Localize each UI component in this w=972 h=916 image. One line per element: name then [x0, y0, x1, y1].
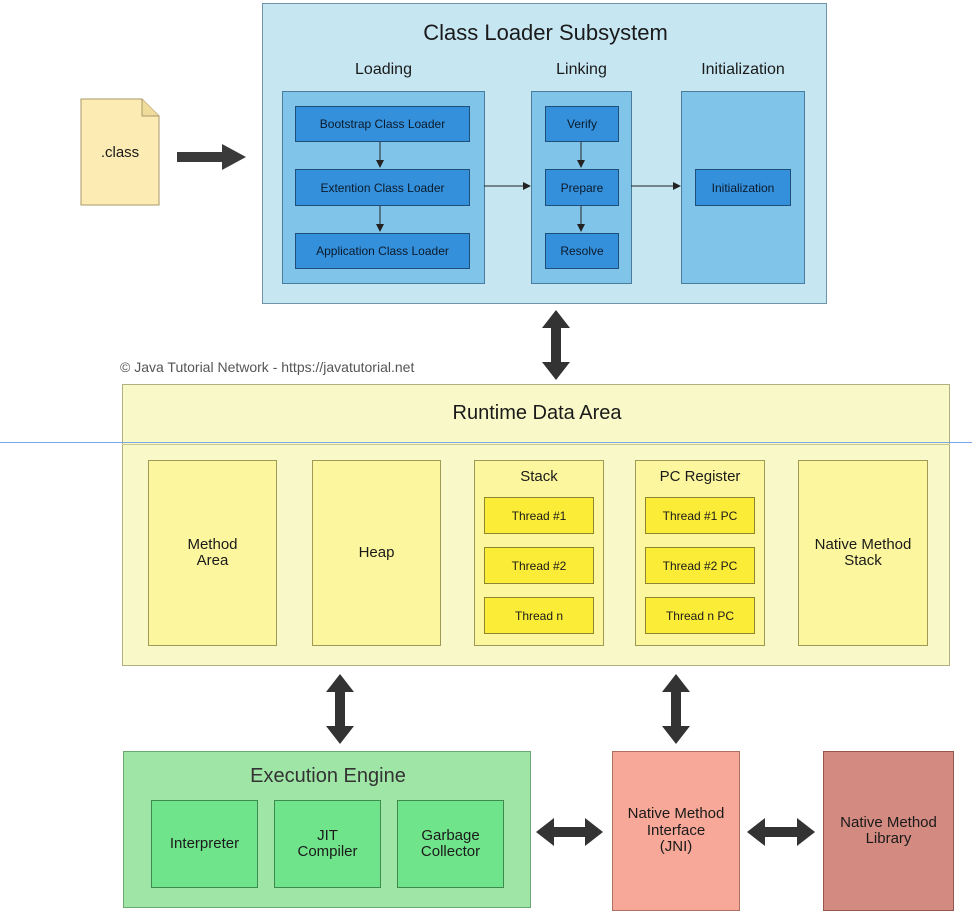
resolve-step: Resolve [545, 233, 619, 269]
guide-line [0, 442, 972, 443]
copyright-text: © Java Tutorial Network - https://javatu… [120, 359, 415, 375]
garbage-collector: Garbage Collector [397, 800, 504, 888]
native-method-stack: Native Method Stack [798, 460, 928, 646]
class-loader-subsystem: Class Loader Subsystem Loading Linking I… [262, 3, 827, 304]
application-class-loader: Application Class Loader [295, 233, 470, 269]
pc-thread-n: Thread n PC [645, 597, 755, 634]
stack-thread-n: Thread n [484, 597, 594, 634]
jit-compiler: JIT Compiler [274, 800, 381, 888]
method-area: Method Area [148, 460, 277, 646]
runtime-title: Runtime Data Area [452, 401, 622, 424]
loader-runtime-arrow [542, 310, 570, 380]
loading-title: Loading [355, 61, 412, 78]
stack-thread-2: Thread #2 [484, 547, 594, 584]
bootstrap-class-loader: Bootstrap Class Loader [295, 106, 470, 142]
class-file-icon: .class [80, 98, 160, 206]
interpreter: Interpreter [151, 800, 258, 888]
linking-title: Linking [556, 61, 607, 78]
pc-thread-1: Thread #1 PC [645, 497, 755, 534]
method-area-label: Method Area [187, 535, 238, 569]
runtime-jni-arrow [662, 674, 690, 744]
runtime-engine-arrow [326, 674, 354, 744]
verify-step: Verify [545, 106, 619, 142]
extention-class-loader: Extention Class Loader [295, 169, 470, 206]
pc-register-title: PC Register [659, 467, 741, 485]
class-to-loader-arrow [177, 144, 246, 170]
class-file-label: .class [100, 143, 140, 161]
native-method-library: Native Method Library [823, 751, 954, 911]
execution-engine-title: Execution Engine [250, 764, 406, 787]
runtime-header-divider [122, 444, 950, 445]
native-method-interface: Native Method Interface (JNI) [612, 751, 740, 911]
heap-label: Heap [358, 543, 395, 561]
pc-thread-2: Thread #2 PC [645, 547, 755, 584]
class-loader-title: Class Loader Subsystem [423, 20, 668, 45]
heap: Heap [312, 460, 441, 646]
engine-jni-arrow [536, 818, 603, 846]
stack-thread-1: Thread #1 [484, 497, 594, 534]
initialization-title: Initialization [701, 61, 785, 78]
stack-title: Stack [520, 467, 558, 485]
jni-library-arrow [747, 818, 815, 846]
native-method-stack-label: Native Method Stack [814, 535, 912, 569]
prepare-step: Prepare [545, 169, 619, 206]
initialization-step: Initialization [695, 169, 791, 206]
